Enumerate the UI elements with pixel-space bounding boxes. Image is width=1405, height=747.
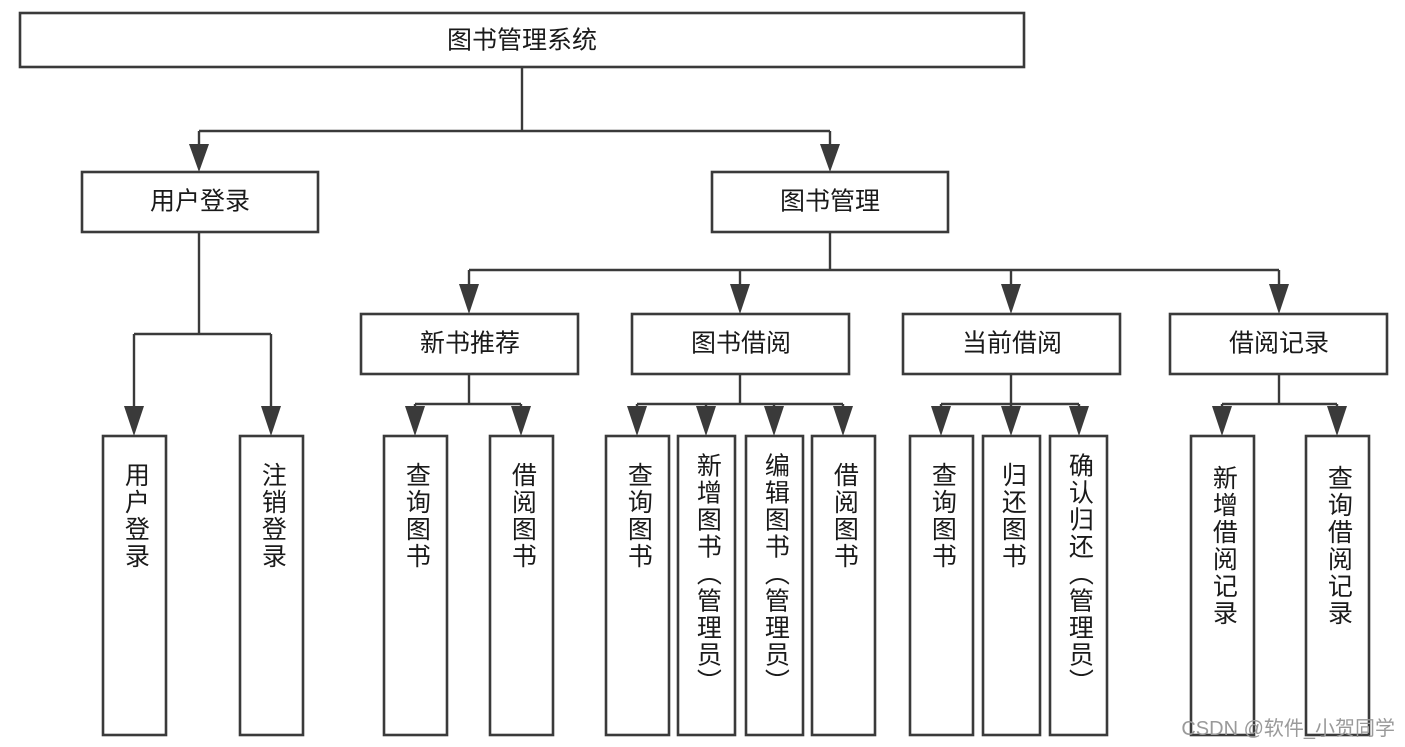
arrow-br-to-leaf-1 [1327, 406, 1347, 436]
leaf-box-current-borrow-1[interactable] [981, 434, 1042, 737]
arrow-bb-to-leaf-1 [696, 406, 716, 436]
leaf-box-book-borrow-3[interactable] [810, 434, 877, 737]
leaf-label-book-borrow-0: 查询图书 [624, 462, 653, 570]
leaf-box-user-login-1[interactable] [238, 434, 305, 737]
leaf-box-book-borrow-1[interactable] [676, 434, 737, 737]
node-user-login-label: 用户登录 [150, 188, 250, 216]
arrow-bm-to-new-book [459, 284, 479, 314]
arrow-bb-to-leaf-2 [764, 406, 784, 436]
leaf-node-book-borrow-1[interactable]: 新增图书（管理员） [676, 434, 737, 737]
node-user-login[interactable]: 用户登录 [80, 170, 320, 234]
node-root-box[interactable] [18, 11, 1026, 69]
leaf-label-new-book-1: 借阅图书 [508, 462, 537, 570]
arrow-cb-to-leaf-0 [931, 406, 951, 436]
leaf-label-borrow-record-0: 新增借阅记录 [1209, 465, 1238, 627]
node-book-management-label: 图书管理 [780, 188, 880, 216]
arrow-br-to-leaf-0 [1212, 406, 1232, 436]
arrow-cb-to-leaf-2 [1069, 406, 1089, 436]
node-borrow-record[interactable]: 借阅记录 [1168, 312, 1389, 376]
leaf-node-current-borrow-2[interactable]: 确认归还（管理员） [1048, 434, 1109, 737]
leaf-box-new-book-1[interactable] [488, 434, 555, 737]
node-new-book-recommend-label: 新书推荐 [420, 330, 520, 358]
leaf-label-book-borrow-1: 新增图书（管理员） [693, 453, 722, 696]
node-book-borrow-label: 图书借阅 [691, 330, 791, 358]
leaf-node-new-book-1[interactable]: 借阅图书 [488, 434, 555, 737]
node-new-book-recommend[interactable]: 新书推荐 [359, 312, 580, 376]
leaf-node-borrow-record-1[interactable]: 查询借阅记录 [1304, 434, 1371, 737]
leaf-node-user-login-0[interactable]: 用户登录 [101, 434, 168, 737]
leaf-label-book-borrow-3: 借阅图书 [830, 462, 859, 570]
leaf-node-user-login-1[interactable]: 注销登录 [238, 434, 305, 737]
connector-group-current-borrow [931, 374, 1089, 436]
arrow-cb-to-leaf-1 [1001, 406, 1021, 436]
leaf-node-new-book-0[interactable]: 查询图书 [382, 434, 449, 737]
leaf-box-new-book-0[interactable] [382, 434, 449, 737]
leaf-box-user-login-0[interactable] [101, 434, 168, 737]
leaf-box-borrow-record-0[interactable] [1189, 434, 1256, 737]
node-book-management-box[interactable] [710, 170, 950, 234]
node-current-borrow-box[interactable] [901, 312, 1122, 376]
leaf-label-current-borrow-1: 归还图书 [998, 462, 1027, 570]
node-current-borrow[interactable]: 当前借阅 [901, 312, 1122, 376]
leaf-node-current-borrow-0[interactable]: 查询图书 [908, 434, 975, 737]
leaf-box-borrow-record-1[interactable] [1304, 434, 1371, 737]
leaf-label-book-borrow-2: 编辑图书（管理员） [761, 453, 790, 696]
arrow-bb-to-leaf-3 [833, 406, 853, 436]
arrow-nb-to-leaf-1 [511, 406, 531, 436]
arrow-ul-to-leaf-1 [261, 406, 281, 436]
node-root-book-management-system[interactable]: 图书管理系统 [18, 11, 1026, 69]
leaf-box-book-borrow-2[interactable] [744, 434, 805, 737]
node-user-login-box[interactable] [80, 170, 320, 234]
arrow-nb-to-leaf-0 [405, 406, 425, 436]
leaf-box-current-borrow-0[interactable] [908, 434, 975, 737]
node-borrow-record-box[interactable] [1168, 312, 1389, 376]
leaf-label-user-login-0: 用户登录 [121, 462, 150, 570]
leaf-node-book-borrow-3[interactable]: 借阅图书 [810, 434, 877, 737]
node-new-book-recommend-box[interactable] [359, 312, 580, 376]
node-book-borrow-box[interactable] [630, 312, 851, 376]
connector-group-root [189, 67, 840, 172]
arrow-bm-to-borrow-record [1269, 284, 1289, 314]
connector-group-borrow-record [1212, 374, 1347, 436]
arrow-bb-to-leaf-0 [627, 406, 647, 436]
connector-group-user-login [124, 232, 281, 436]
leaf-node-current-borrow-1[interactable]: 归还图书 [981, 434, 1042, 737]
arrow-bm-to-current-borrow [1001, 284, 1021, 314]
arrow-root-to-book-manage [820, 144, 840, 172]
leaf-node-book-borrow-2[interactable]: 编辑图书（管理员） [744, 434, 805, 737]
connector-group-book-manage [459, 232, 1289, 314]
leaf-box-current-borrow-2[interactable] [1048, 434, 1109, 737]
node-current-borrow-label: 当前借阅 [962, 330, 1062, 358]
leaf-label-user-login-1: 注销登录 [258, 462, 287, 570]
node-book-borrow[interactable]: 图书借阅 [630, 312, 851, 376]
leaf-node-borrow-record-0[interactable]: 新增借阅记录 [1189, 434, 1256, 737]
node-book-management[interactable]: 图书管理 [710, 170, 950, 234]
leaf-label-current-borrow-2: 确认归还（管理员） [1065, 453, 1094, 696]
leaf-node-book-borrow-0[interactable]: 查询图书 [604, 434, 671, 737]
arrow-bm-to-book-borrow [730, 284, 750, 314]
leaf-label-borrow-record-1: 查询借阅记录 [1324, 465, 1353, 627]
arrow-root-to-user-login [189, 144, 209, 172]
arrow-ul-to-leaf-0 [124, 406, 144, 436]
node-root-label: 图书管理系统 [447, 27, 597, 55]
node-borrow-record-label: 借阅记录 [1229, 330, 1329, 358]
leaf-box-book-borrow-0[interactable] [604, 434, 671, 737]
connector-group-book-borrow [627, 374, 853, 436]
leaf-label-new-book-0: 查询图书 [402, 462, 431, 570]
leaf-label-current-borrow-0: 查询图书 [928, 462, 957, 570]
connector-group-new-book [405, 374, 531, 436]
